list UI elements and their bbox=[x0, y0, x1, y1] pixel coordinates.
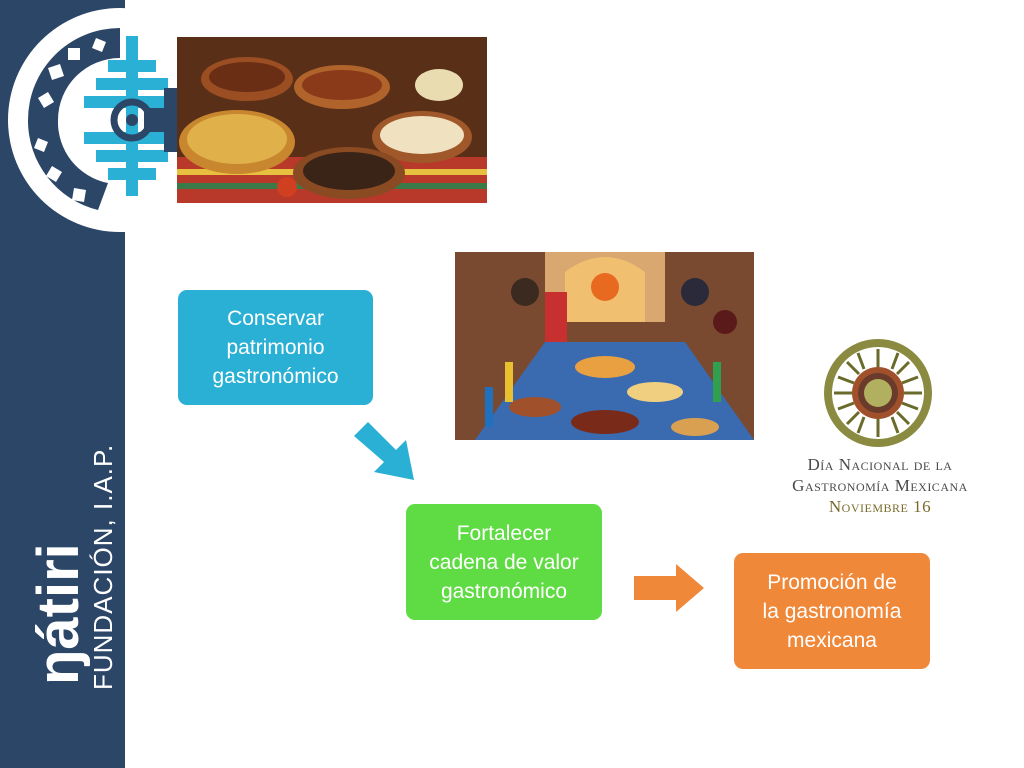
emblem-line-1: Día Nacional de la bbox=[807, 455, 953, 474]
brand-logo: FUNDACIÓN, I.A.P. ŋátiri bbox=[26, 400, 120, 690]
emblem-date: Noviembre 16 bbox=[828, 497, 932, 516]
emblem-line-2: Gastronomía Mexicana bbox=[792, 476, 968, 495]
gastronomy-day-emblem-icon bbox=[824, 339, 932, 447]
traditional-kitchen-photo bbox=[455, 252, 754, 440]
brand-name: ŋátiri bbox=[30, 543, 91, 685]
arrow-right-icon bbox=[634, 564, 704, 612]
step-conservar: Conservar patrimonio gastronómico bbox=[178, 290, 373, 405]
mexican-dishes-photo bbox=[177, 37, 487, 203]
brand-subtitle: FUNDACIÓN, I.A.P. bbox=[88, 444, 118, 690]
arrow-down-right-icon bbox=[354, 422, 414, 480]
step-promocion: Promoción de la gastronomía mexicana bbox=[734, 553, 930, 669]
step-fortalecer: Fortalecer cadena de valor gastronómico bbox=[406, 504, 602, 620]
gastronomy-day-title: Día Nacional de la Gastronomía Mexicana … bbox=[760, 454, 1000, 517]
